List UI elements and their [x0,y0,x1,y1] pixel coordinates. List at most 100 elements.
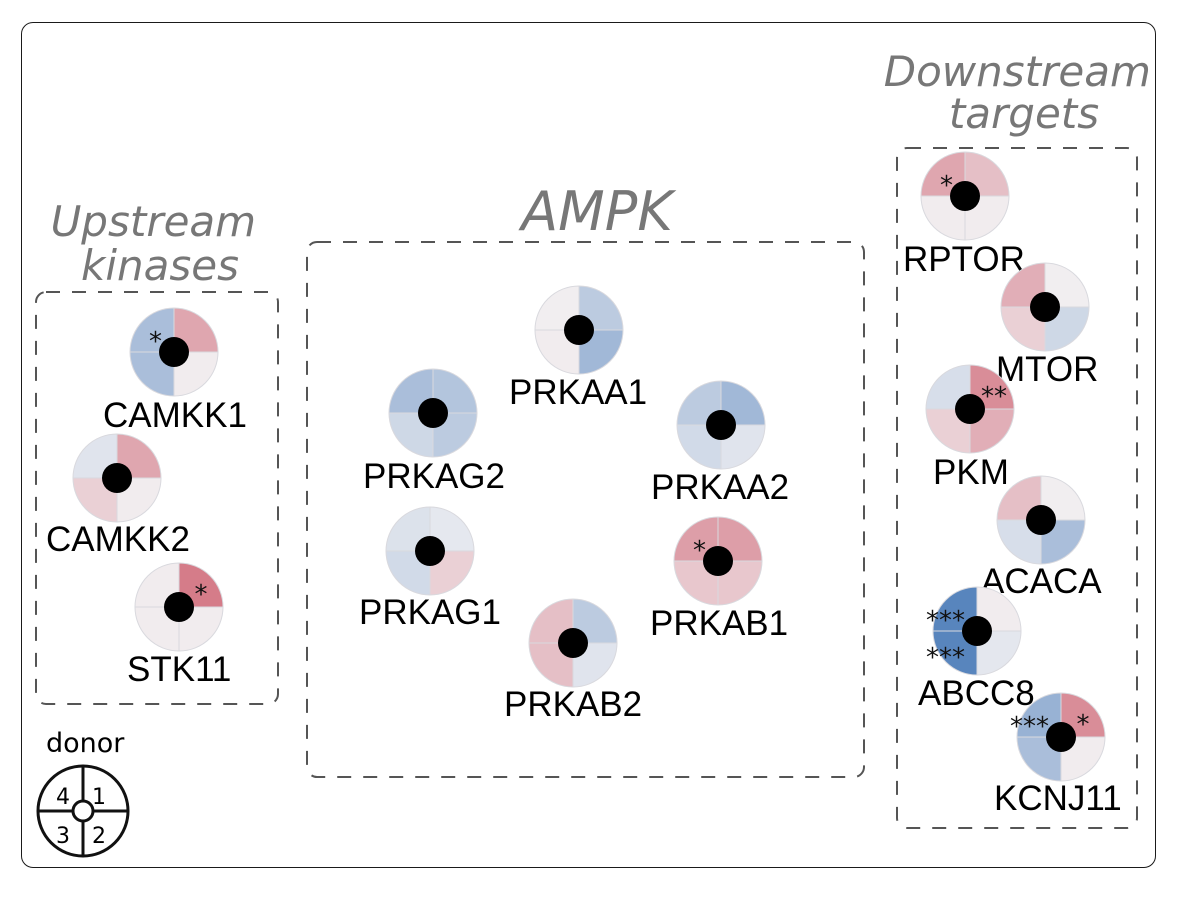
downstream-title: Downstream targets [884,47,1164,138]
quadrant-donor-4 [534,285,580,331]
center-dot [703,546,733,576]
quadrant-donor-1 [976,586,1022,632]
quadrant-donor-3 [673,560,719,606]
downstream-box [896,147,1138,829]
gene-glyph-kcnj11: ****KCNJ11 [994,692,1122,818]
gene-label: ABCC8 [918,674,1035,713]
gene-glyph-rptor: * RPTOR [903,151,1025,279]
gene-label: PRKAB1 [650,604,788,643]
gene-label: PRKAA2 [651,468,789,507]
quadrant-donor-1 [572,598,618,644]
quadrant-donor-4 [1016,692,1062,738]
legend-quadrant-1: 1 [92,785,106,810]
quadrant-donor-2 [969,408,1015,454]
quadrant-donor-3 [1016,736,1062,782]
quadrant-donor-1 [432,368,478,414]
gene-label: PRKAB2 [504,685,642,724]
gene-glyph-camkk2: CAMKK2 [46,433,190,559]
upstream-box [35,291,279,705]
quadrant-donor-3 [72,477,118,523]
quadrant-donor-1 [429,506,475,552]
gene-glyph-prkab1: *PRKAB1 [650,516,788,643]
significance-stars: * [1077,710,1090,740]
gene-glyph-abcc8: ******ABCC8 [918,586,1035,713]
quadrant-donor-1 [116,433,162,479]
significance-stars: *** [926,643,965,673]
quadrant-donor-3 [676,424,722,470]
center-dot [159,337,189,367]
significance-stars: *** [1010,712,1049,742]
quadrant-donor-2 [578,329,624,375]
quadrant-donor-2 [116,477,162,523]
quadrant-donor-3 [1000,306,1046,352]
quadrant-donor-1 [720,380,766,426]
gene-label: RPTOR [903,240,1025,279]
significance-stars: * [940,171,953,201]
gene-glyph-stk11: *STK11 [127,562,231,689]
gene-label: PRKAG1 [359,593,501,632]
quadrant-donor-2 [178,606,224,652]
quadrant-donor-1 [964,151,1010,197]
quadrant-donor-1 [1060,692,1106,738]
legend-title: donor [46,728,125,759]
ampk-title: AMPK [518,180,676,243]
quadrant-donor-4 [388,368,434,414]
center-dot [1026,505,1056,535]
center-dot [1046,722,1076,752]
quadrant-donor-2 [720,424,766,470]
quadrant-donor-1 [1044,262,1090,308]
upstream-title: Upstream kinases [51,197,270,290]
quadrant-donor-3 [129,351,175,397]
quadrant-donor-4 [1000,262,1046,308]
legend-center [71,799,95,823]
gene-label: PKM [933,453,1009,492]
center-dot [962,616,992,646]
quadrant-donor-4 [673,516,719,562]
quadrant-donor-1 [178,562,224,608]
gene-glyph-prkag2: PRKAG2 [363,368,505,496]
legend-quadrant-3: 3 [56,824,70,849]
significance-stars: ** [981,382,1007,412]
quadrant-donor-2 [717,560,763,606]
gene-glyph-prkag1: PRKAG1 [359,506,501,632]
quadrant-donor-2 [1040,519,1086,565]
quadrant-donor-4 [72,433,118,479]
significance-stars: *** [926,606,965,636]
gene-label: MTOR [996,350,1098,389]
quadrant-donor-4 [920,151,966,197]
quadrant-donor-3 [925,408,971,454]
center-dot [418,398,448,428]
gene-label: PRKAA1 [509,373,647,412]
quadrant-donor-4 [676,380,722,426]
quadrant-donor-1 [969,364,1015,410]
gene-glyph-prkab2: PRKAB2 [504,598,642,724]
quadrant-donor-4 [932,586,978,632]
gene-label: KCNJ11 [994,779,1122,818]
center-dot [558,628,588,658]
quadrant-donor-3 [385,550,431,596]
quadrant-donor-2 [964,195,1010,241]
center-dot [955,394,985,424]
quadrant-donor-1 [1040,475,1086,521]
quadrant-donor-2 [1044,306,1090,352]
significance-stars: * [149,327,162,357]
quadrant-donor-1 [578,285,624,331]
quadrant-donor-2 [432,412,478,458]
center-dot [706,410,736,440]
quadrant-donor-4 [528,598,574,644]
center-dot [950,181,980,211]
quadrant-donor-1 [173,307,219,353]
quadrant-donor-2 [173,351,219,397]
quadrant-donor-2 [429,550,475,596]
gene-glyph-pkm: ** PKM [925,364,1015,492]
quadrant-donor-2 [1060,736,1106,782]
donor-legend: donor 1 2 3 4 [36,728,130,858]
quadrant-donor-3 [388,412,434,458]
quadrant-donor-4 [925,364,971,410]
quadrant-donor-2 [976,630,1022,676]
quadrant-donor-3 [996,519,1042,565]
gene-glyph-mtor: MTOR [996,262,1098,389]
significance-stars: * [195,580,208,610]
